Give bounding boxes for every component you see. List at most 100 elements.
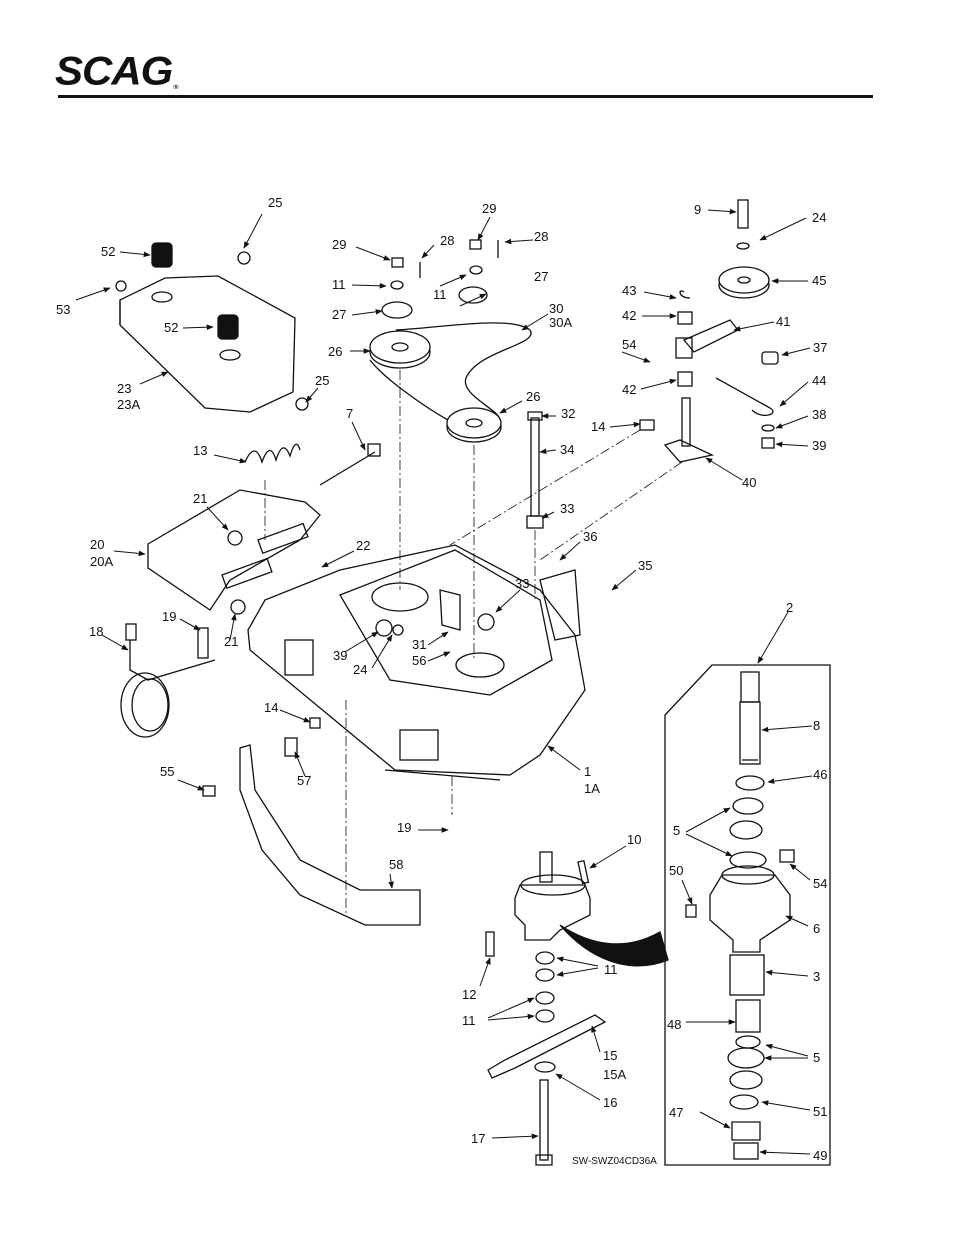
- callout: 30: [549, 301, 563, 316]
- callout: 14: [264, 700, 278, 715]
- callout: 14: [591, 419, 605, 434]
- mower-blade: [487, 1014, 607, 1079]
- callout: 46: [813, 767, 827, 782]
- callout: 15A: [603, 1067, 626, 1082]
- callout: 19: [397, 820, 411, 835]
- callout: 12: [462, 987, 476, 1002]
- callout: 39: [333, 648, 347, 663]
- callout: 39: [812, 438, 826, 453]
- callout: 36: [583, 529, 597, 544]
- callout: 5: [813, 1050, 820, 1065]
- callout: 33: [560, 501, 574, 516]
- drive-belt: [369, 322, 532, 421]
- rubber-bumper-mid: [217, 314, 239, 340]
- callout: 35: [638, 558, 652, 573]
- callout: 32: [561, 406, 575, 421]
- callout: 23A: [117, 397, 140, 412]
- callout: 20: [90, 537, 104, 552]
- part-drawings: [115, 199, 831, 1166]
- callout: 20A: [90, 554, 113, 569]
- callout: 9: [694, 202, 701, 217]
- callout: 13: [193, 443, 207, 458]
- callout: 54: [622, 337, 636, 352]
- callout: 2: [786, 600, 793, 615]
- caster-wheel: [120, 672, 170, 738]
- header-rule: [58, 95, 873, 98]
- callout: 58: [389, 857, 403, 872]
- callout: 54: [813, 876, 827, 891]
- callout: 30A: [549, 315, 572, 330]
- callout: 6: [813, 921, 820, 936]
- callout: 28: [534, 229, 548, 244]
- callout: 57: [297, 773, 311, 788]
- callout: 21: [193, 491, 207, 506]
- rubber-bumper-top: [151, 242, 173, 268]
- mower-deck: [247, 544, 586, 776]
- callout: 55: [160, 764, 174, 779]
- callout: 10: [627, 832, 641, 847]
- callout: 49: [813, 1148, 827, 1163]
- callout: 44: [812, 373, 826, 388]
- callout: 3: [813, 969, 820, 984]
- callout: 19: [162, 609, 176, 624]
- leader-arrows: [75, 208, 813, 1156]
- belt-cover: [119, 275, 296, 413]
- callout: 22: [356, 538, 370, 553]
- callout: 28: [440, 233, 454, 248]
- callout: 7: [346, 406, 353, 421]
- brand-name: SCAG: [55, 48, 173, 93]
- callout-labels: 25 52 53 52 23 23A 25 29 28 29 28 11 11 …: [56, 195, 827, 1167]
- tension-spring: [244, 443, 301, 465]
- callout: 21: [224, 634, 238, 649]
- callout: 45: [812, 273, 826, 288]
- spindle-housing-detail: [709, 874, 791, 953]
- alignment-lines: [264, 370, 683, 915]
- callout: 52: [101, 244, 115, 259]
- callout: 15: [603, 1048, 617, 1063]
- skid-bar: [239, 744, 421, 926]
- callout: 53: [56, 302, 70, 317]
- callout: 24: [353, 662, 367, 677]
- callout: 48: [667, 1017, 681, 1032]
- idler-spring-rod: [715, 377, 774, 416]
- callout: 27: [332, 307, 346, 322]
- blade-link-ribbon: [559, 924, 669, 967]
- callout: 5: [673, 823, 680, 838]
- callout: 52: [164, 320, 178, 335]
- callout: 1: [584, 764, 591, 779]
- callout: 23: [117, 381, 131, 396]
- callout: 11: [604, 962, 618, 977]
- callout: 11: [332, 277, 346, 292]
- callout: 18: [89, 624, 103, 639]
- callout: 42: [622, 308, 636, 323]
- callout: 1A: [584, 781, 600, 796]
- callout: 37: [813, 340, 827, 355]
- callout: 11: [462, 1013, 476, 1028]
- callout: 42: [622, 382, 636, 397]
- callout: 29: [482, 201, 496, 216]
- callout: 50: [669, 863, 683, 878]
- callout: 33: [515, 576, 529, 591]
- callout: 51: [813, 1104, 827, 1119]
- drawing-code: SW-SWZ04CD36A: [572, 1156, 657, 1167]
- callout: 38: [812, 407, 826, 422]
- callout: 34: [560, 442, 574, 457]
- callout: 43: [622, 283, 636, 298]
- callout: 25: [268, 195, 282, 210]
- spindle-housing: [514, 884, 591, 941]
- scag-logo: SCAG®: [55, 48, 179, 93]
- callout: 26: [328, 344, 342, 359]
- callout: 25: [315, 373, 329, 388]
- callout: 26: [526, 389, 540, 404]
- spindle-detail-box: [664, 664, 831, 1166]
- callout: 40: [742, 475, 756, 490]
- callout: 29: [332, 237, 346, 252]
- callout: 16: [603, 1095, 617, 1110]
- callout: 31: [412, 637, 426, 652]
- callout: 11: [433, 287, 447, 302]
- callout: 17: [471, 1131, 485, 1146]
- callout: 41: [776, 314, 790, 329]
- callout: 56: [412, 653, 426, 668]
- callout: 8: [813, 718, 820, 733]
